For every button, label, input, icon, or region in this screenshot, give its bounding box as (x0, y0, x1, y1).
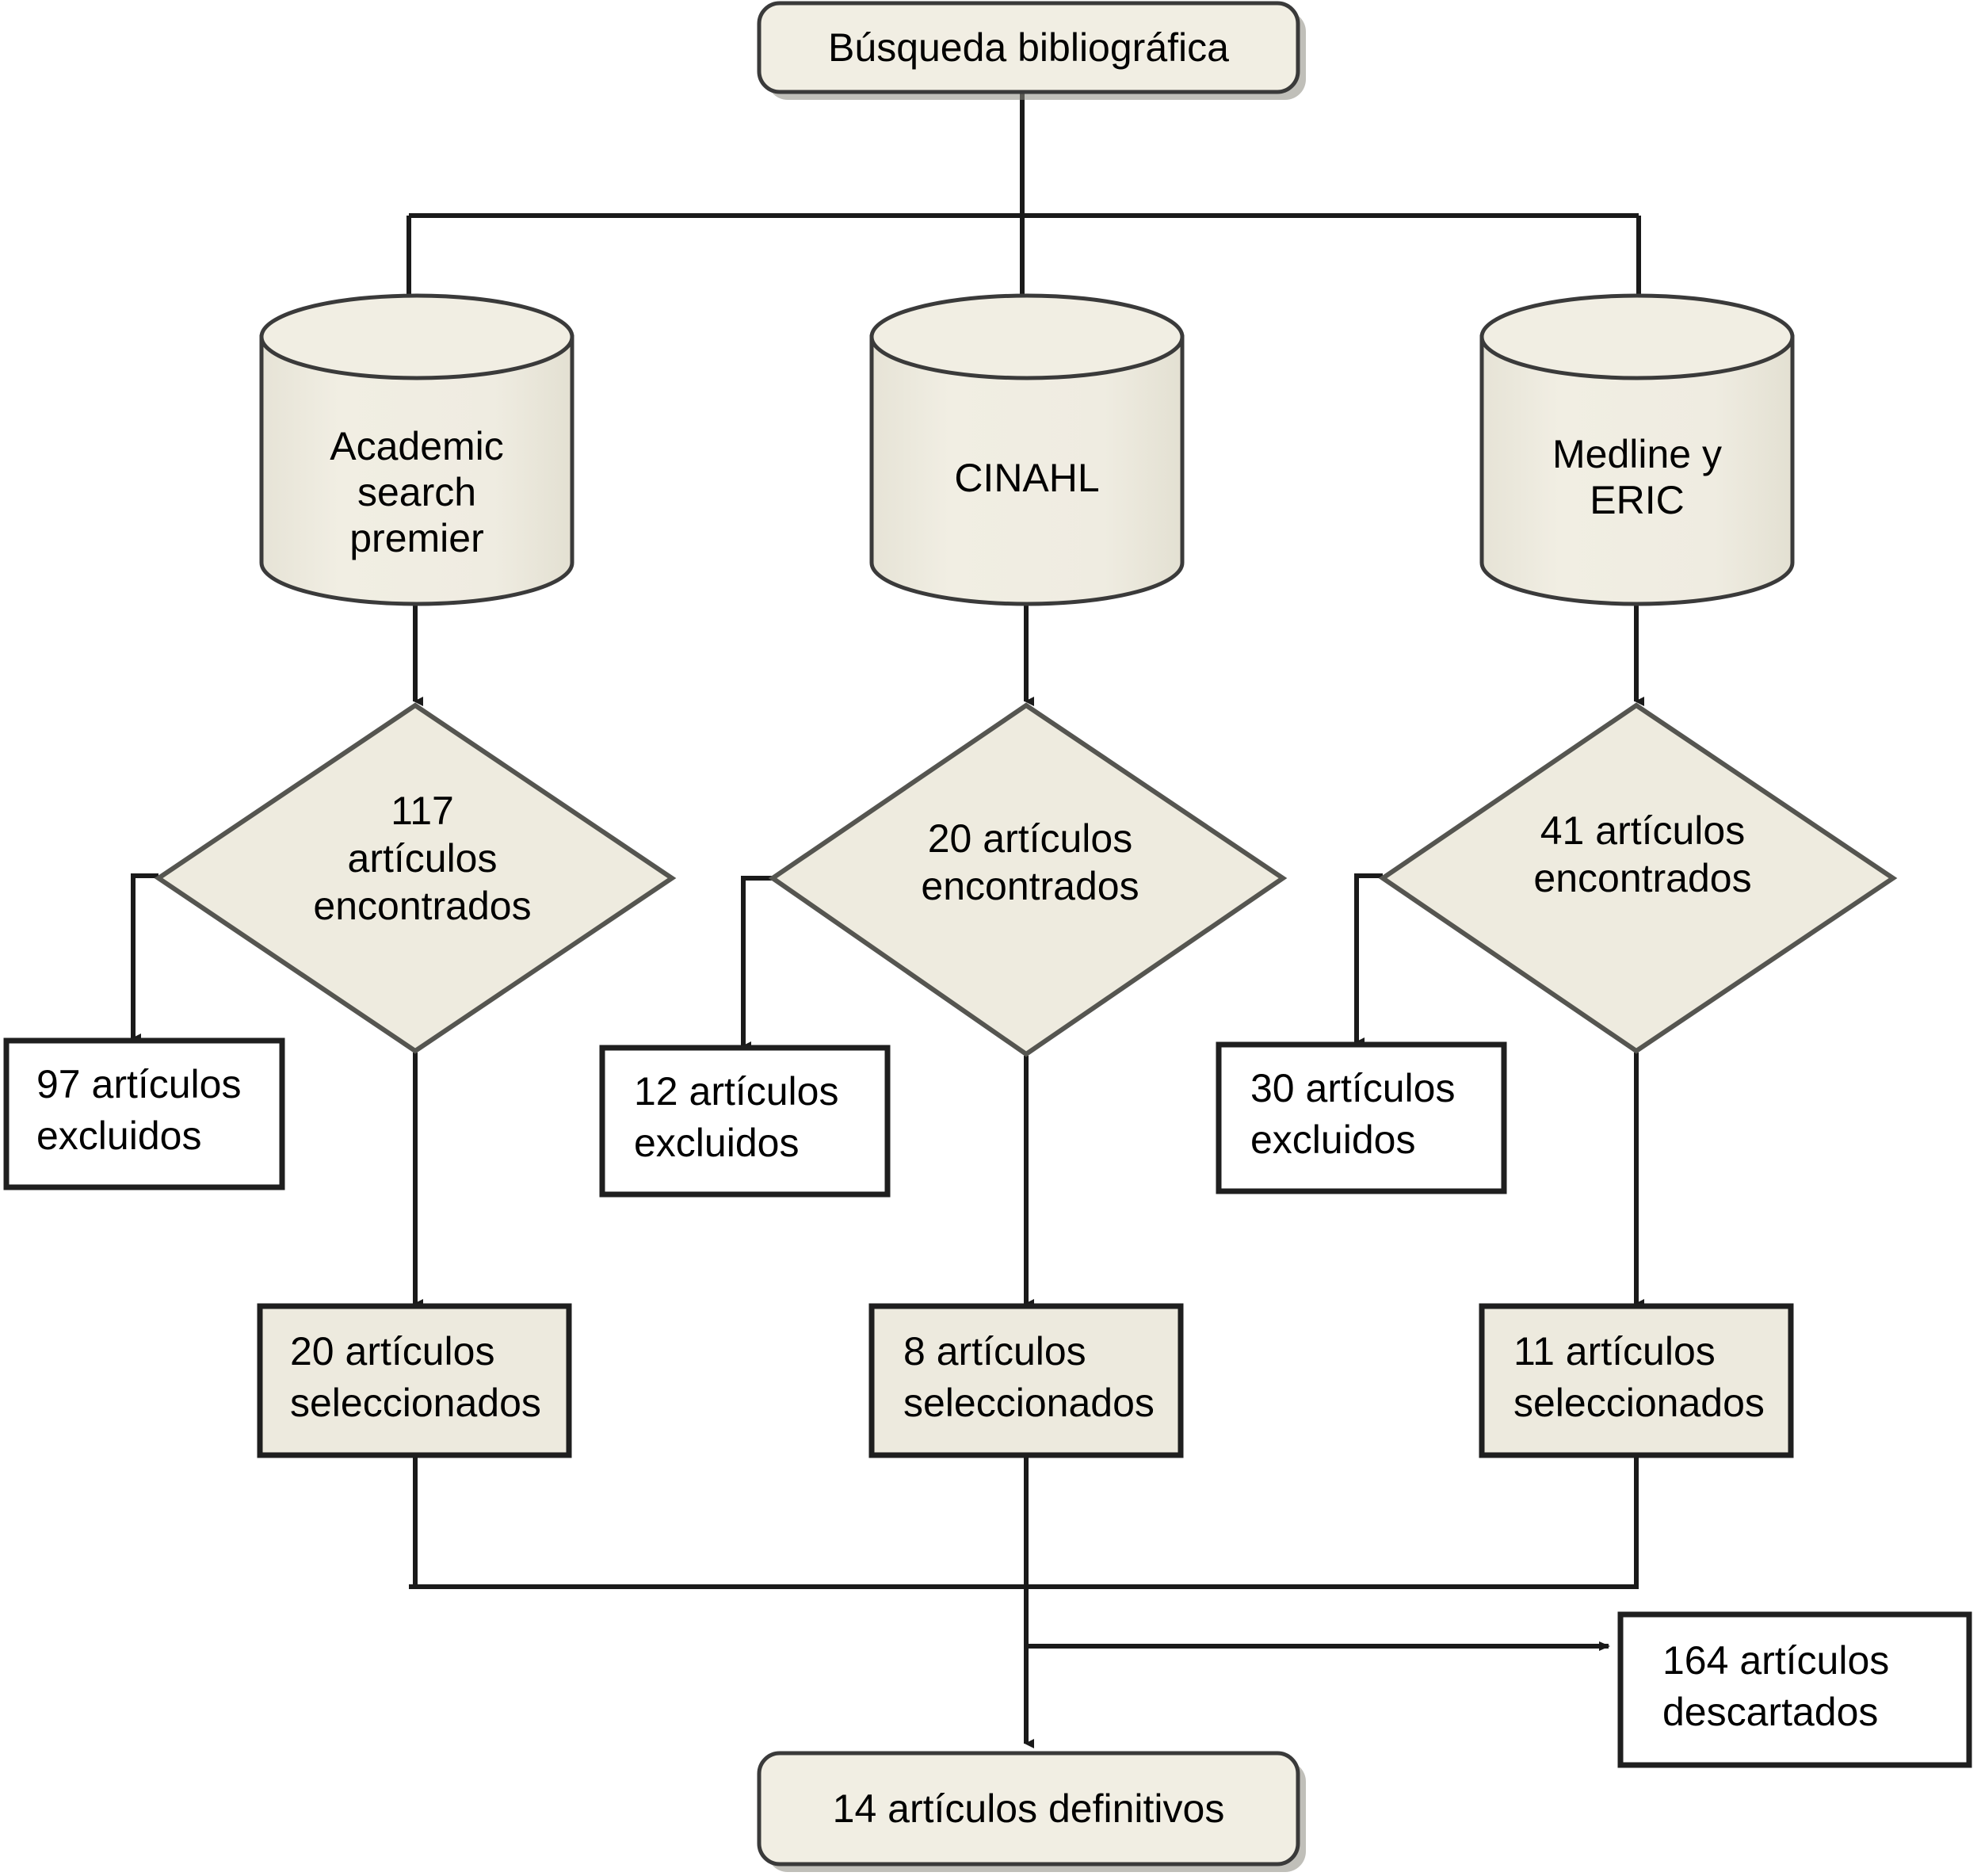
db1-body (259, 334, 574, 606)
node-excluded-academic[interactable]: 97 artículos excluidos (3, 1037, 285, 1190)
selected3-line-1: 11 artículos (1513, 1329, 1716, 1374)
node-database-cinahl[interactable]: CINAHL (869, 293, 1185, 606)
node-database-academic-search-premier[interactable]: Academic search premier (259, 293, 574, 606)
selected1-box (257, 1303, 572, 1458)
db1-line-1: Academic (330, 424, 504, 468)
selected2-line-1: 8 artículos (903, 1329, 1086, 1374)
excluded3-line-2: excluidos (1250, 1118, 1415, 1162)
node-database-medline-eric[interactable]: Medline y ERIC (1479, 293, 1795, 606)
node-excluded-cinahl[interactable]: 12 artículos excluidos (599, 1045, 891, 1198)
node-discarded[interactable]: 164 artículos descartados (1617, 1611, 1972, 1768)
node-decision-found-academic[interactable]: 117 artículos encontrados (154, 702, 677, 1054)
diamond1-line-3: encontrados (313, 884, 531, 928)
diamond2-line-2: encontrados (921, 864, 1139, 908)
node-selected-medline[interactable]: 11 artículos seleccionados (1479, 1303, 1794, 1458)
selected2-box (868, 1303, 1184, 1458)
diamond3-shape (1378, 702, 1898, 1054)
db2-top-ellipse (869, 293, 1185, 380)
excluded2-line-2: excluidos (634, 1121, 799, 1165)
selected1-line-2: seleccionados (290, 1381, 541, 1425)
excluded1-box (3, 1037, 285, 1190)
excluded3-line-1: 30 artículos (1250, 1066, 1455, 1110)
diamond1-shape (154, 702, 677, 1054)
excluded2-line-1: 12 artículos (634, 1069, 838, 1114)
selected3-line-2: seleccionados (1513, 1381, 1765, 1425)
db3-body (1479, 334, 1795, 606)
node-decision-found-cinahl[interactable]: 20 artículos encontrados (768, 702, 1288, 1057)
start-box (757, 1, 1300, 94)
db3-line-2: ERIC (1590, 478, 1684, 522)
db2-body (869, 334, 1185, 606)
selected2-line-2: seleccionados (903, 1381, 1155, 1425)
db1-top-ellipse (259, 293, 574, 380)
db1-line-2: search (357, 470, 476, 514)
excluded1-line-2: excluidos (36, 1114, 201, 1158)
diamond3-line-1: 41 artículos (1540, 808, 1745, 853)
final-box (757, 1751, 1300, 1866)
node-selected-academic[interactable]: 20 artículos seleccionados (257, 1303, 572, 1458)
selected3-box (1479, 1303, 1794, 1458)
final-label: 14 artículos definitivos (833, 1786, 1225, 1831)
connector-diamond2-to-excluded2 (741, 876, 773, 1051)
db3-line-1: Medline y (1552, 432, 1722, 476)
db1-line-3: premier (349, 516, 483, 560)
selected1-line-1: 20 artículos (290, 1329, 494, 1374)
discarded-box (1617, 1611, 1972, 1768)
diamond3-line-2: encontrados (1533, 856, 1751, 900)
diamond1-line-1: 117 (391, 789, 454, 833)
node-final-articles[interactable]: 14 artículos definitivos (757, 1751, 1306, 1872)
db3-top-ellipse (1479, 293, 1795, 380)
node-selected-cinahl[interactable]: 8 artículos seleccionados (868, 1303, 1184, 1458)
connector-diamond3-to-excluded3 (1354, 873, 1383, 1047)
node-start[interactable]: Búsqueda bibliográfica (757, 1, 1306, 100)
excluded3-box (1216, 1041, 1507, 1194)
discarded-line-2: descartados (1662, 1690, 1878, 1734)
discarded-line-1: 164 artículos (1662, 1638, 1889, 1683)
node-decision-found-medline[interactable]: 41 artículos encontrados (1378, 702, 1898, 1054)
connector-diamond1-to-excluded1 (131, 873, 158, 1043)
excluded1-line-1: 97 artículos (36, 1062, 241, 1106)
diamond2-line-1: 20 artículos (928, 816, 1132, 861)
node-excluded-medline[interactable]: 30 artículos excluidos (1216, 1041, 1507, 1194)
connector-layer (131, 94, 1647, 1748)
start-label: Búsqueda bibliográfica (828, 25, 1229, 70)
excluded2-box (599, 1045, 891, 1198)
diamond2-shape (768, 702, 1288, 1057)
diamond1-line-2: artículos (348, 836, 498, 881)
db2-line-1: CINAHL (954, 456, 1099, 500)
